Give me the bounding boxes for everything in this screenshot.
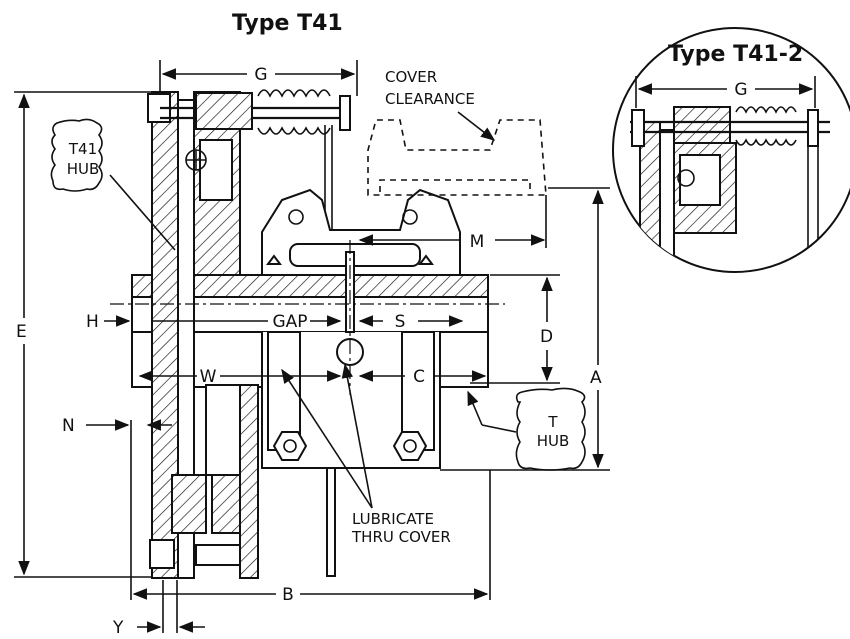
dim-G: G <box>254 65 267 85</box>
spring-block <box>195 92 253 130</box>
dim-M: M <box>470 232 485 252</box>
nut-right-hole <box>403 439 417 453</box>
t41-hub-cloud <box>50 118 103 192</box>
inset-nut <box>807 109 819 147</box>
t-hub-cloud <box>515 387 586 471</box>
cover-fin <box>326 467 336 577</box>
bolt-head-bottom <box>149 539 175 569</box>
dim-B: B <box>282 585 294 605</box>
dim-C: C <box>413 367 425 387</box>
dimensions: G M H GAP S D W C A <box>14 60 610 638</box>
lubricate-label-2: THRU COVER <box>351 528 451 546</box>
main-title: Type T41 <box>232 11 343 36</box>
inset-dim-G: G <box>734 80 747 100</box>
dim-W: W <box>200 367 217 387</box>
inset-spring <box>735 106 797 146</box>
inset-spring-block <box>673 106 731 144</box>
pad-right <box>211 474 243 534</box>
cover-rib-left <box>267 331 301 451</box>
outer-plate-lower <box>239 384 259 579</box>
inset-bolt-head <box>631 109 645 147</box>
dim-H: H <box>86 312 99 332</box>
inset-bearing <box>679 154 721 206</box>
t-hub-label-2: HUB <box>537 432 570 450</box>
dim-N: N <box>62 416 75 436</box>
inset-disc <box>659 129 675 272</box>
t-hub-leader-b <box>467 390 483 426</box>
seals <box>266 254 434 265</box>
spring <box>257 89 331 135</box>
cover-clearance-label-1: COVER <box>385 68 437 86</box>
lubricate-label-1: LUBRICATE <box>352 510 434 528</box>
lubricate-leader-b <box>341 363 373 509</box>
inset-bearing-ring <box>677 169 695 187</box>
dim-Y: Y <box>112 618 124 638</box>
dim-D: D <box>540 327 553 347</box>
dim-S: S <box>395 312 406 332</box>
t-hub-label-1: T <box>547 413 558 431</box>
t-hub-leader-a <box>481 424 517 433</box>
cover-clearance-leader <box>457 111 496 141</box>
nut-right <box>392 431 428 461</box>
dim-E: E <box>16 322 27 342</box>
cover-hole-right <box>402 209 418 225</box>
cover-clearance-outline <box>367 119 547 196</box>
cover-clearance-inner <box>379 179 531 192</box>
lubricate-leader-a <box>281 368 373 509</box>
cover-clearance-label-2: CLEARANCE <box>385 90 475 108</box>
nut-left <box>272 431 308 461</box>
nut-top <box>339 95 351 131</box>
t41-hub-callout: T41 HUB <box>50 118 176 251</box>
t41-hub-leader <box>109 174 176 251</box>
cover-hole-left <box>288 209 304 225</box>
dim-GAP: GAP <box>272 312 307 332</box>
dim-A: A <box>590 368 602 388</box>
bearing-cross <box>186 150 206 170</box>
pad-left <box>171 474 207 534</box>
bearing-window <box>199 139 233 201</box>
t41-hub-label-2: HUB <box>67 160 100 178</box>
t-hub-callout: T HUB <box>467 387 586 471</box>
bolt-bottom <box>195 544 241 566</box>
inset-detail: Type T41-2 G <box>612 27 850 273</box>
inset-title: Type T41-2 <box>668 42 803 67</box>
coupling-body <box>110 89 547 579</box>
nut-left-hole <box>283 439 297 453</box>
brake-disc-left <box>177 99 195 579</box>
t41-hub-label-1: T41 <box>68 140 97 158</box>
